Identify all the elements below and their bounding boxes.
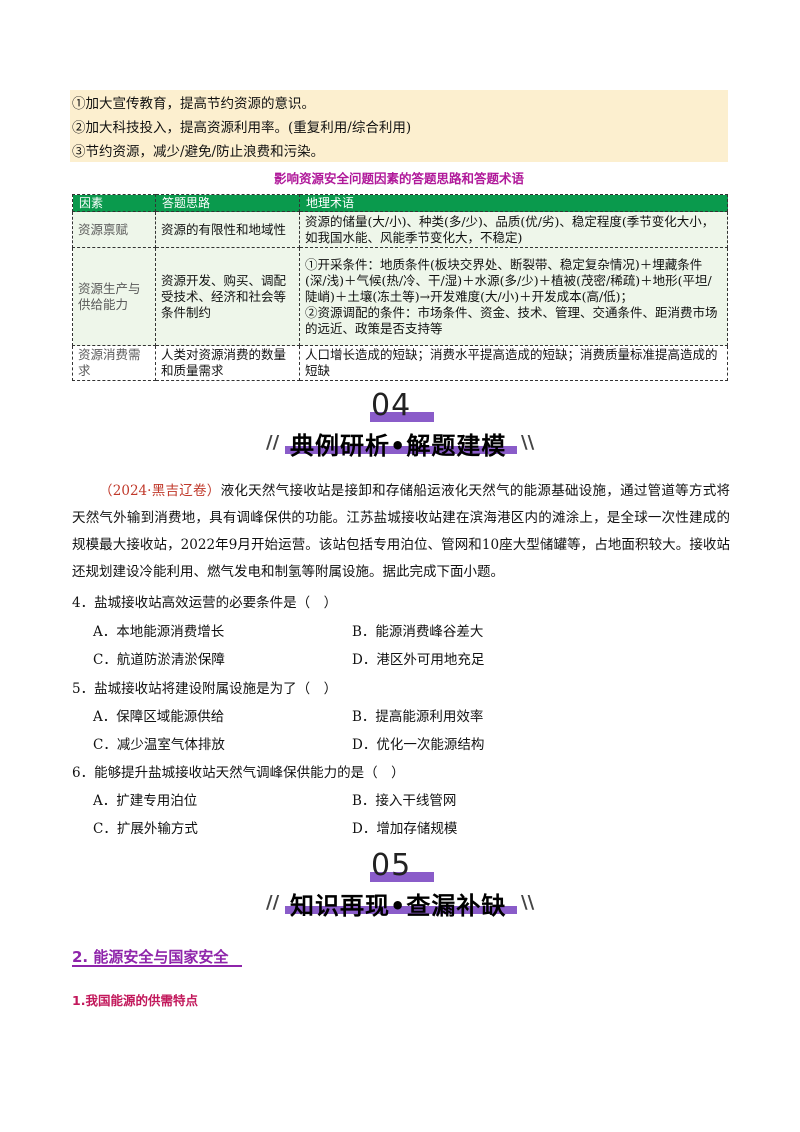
section-title: 知识再现•查漏补缺 (290, 892, 507, 920)
table-row: 资源消费需求 人类对资源消费的数量和质量需求 人口增长造成的短缺；消费水平提高造… (72, 345, 728, 381)
cell-approach: 资源的有限性和地域性 (155, 211, 300, 248)
cell-terms: 人口增长造成的短缺；消费水平提高造成的短缺；消费质量标准提高造成的短缺 (299, 345, 728, 381)
question-option[interactable]: A．扩建专用泊位 (93, 793, 198, 809)
table-title: 影响资源安全问题因素的答题思路和答题术语 (273, 171, 524, 186)
measures-box: ①加大宣传教育，提高节约资源的意识。 ②加大科技投入，提高资源利用率。(重复利用… (70, 90, 728, 162)
question-option[interactable]: B．提高能源利用效率 (352, 709, 484, 725)
section-title-bar (285, 446, 517, 454)
question-option[interactable]: C．航道防淤清淤保障 (93, 652, 225, 668)
knowledge-heading: 2. 能源安全与国家安全 (72, 948, 229, 966)
cell-factor: 资源禀赋 (72, 211, 156, 248)
question-option[interactable]: A．保障区域能源供给 (93, 709, 225, 725)
question-stem: 4．盐城接收站高效运营的必要条件是（ ） (72, 595, 338, 611)
measure-item: ②加大科技投入，提高资源利用率。(重复利用/综合利用) (72, 120, 412, 136)
measure-item: ③节约资源，减少/避免/防止浪费和污染。 (72, 144, 325, 160)
section-number: 05 (371, 848, 412, 883)
question-option[interactable]: B．能源消费峰谷差大 (352, 624, 484, 640)
left-slash-mark: // (266, 892, 280, 913)
question-stem: 6．能够提升盐城接收站天然气调峰保供能力的是（ ） (72, 765, 405, 781)
left-slash-mark: // (266, 432, 280, 453)
right-slash-mark: \\ (521, 892, 535, 913)
table-row: 资源生产与供给能力 资源开发、购买、调配受技术、经济和社会等条件制约 ①开采条件… (72, 247, 728, 346)
question-option[interactable]: D．港区外可用地充足 (352, 652, 485, 668)
exam-passage: （2024·黑吉辽卷）液化天然气接收站是接卸和存储船运液化天然气的能源基础设施，… (72, 478, 730, 586)
cell-approach: 资源开发、购买、调配受技术、经济和社会等条件制约 (155, 247, 300, 346)
passage-text: 液化天然气接收站是接卸和存储船运液化天然气的能源基础设施，通过管道等方式将天然气… (72, 483, 730, 580)
right-slash-mark: \\ (521, 432, 535, 453)
table-header-row: 因素 答题思路 地理术语 (72, 194, 728, 212)
question-option[interactable]: C．减少温室气体排放 (93, 737, 225, 753)
header-terms: 地理术语 (299, 194, 728, 212)
cell-terms: ①开采条件：地质条件(板块交界处、断裂带、稳定复杂情况)＋埋藏条件(深/浅)＋气… (299, 247, 728, 346)
question-option[interactable]: C．扩展外输方式 (93, 821, 198, 837)
factors-table: 因素 答题思路 地理术语 资源禀赋 资源的有限性和地域性 资源的储量(大/小)、… (72, 194, 728, 381)
section-number-underline (370, 408, 434, 422)
table-row: 资源禀赋 资源的有限性和地域性 资源的储量(大/小)、种类(多/少)、品质(优/… (72, 211, 728, 248)
header-factor: 因素 (72, 194, 156, 212)
question-stem: 5．盐城接收站将建设附属设施是为了（ ） (72, 681, 338, 697)
passage-source: （2024·黑吉辽卷） (99, 483, 221, 499)
cell-factor: 资源生产与供给能力 (72, 247, 156, 346)
question-option[interactable]: D．增加存储规模 (352, 821, 458, 837)
knowledge-subheading: 1.我国能源的供需特点 (72, 993, 198, 1008)
section-number: 04 (371, 388, 412, 423)
measure-item: ①加大宣传教育，提高节约资源的意识。 (72, 96, 315, 112)
cell-terms: 资源的储量(大/小)、种类(多/少)、品质(优/劣)、稳定程度(季节变化大小，如… (299, 211, 728, 248)
header-approach: 答题思路 (155, 194, 300, 212)
question-option[interactable]: D．优化一次能源结构 (352, 737, 485, 753)
knowledge-heading-underline (72, 965, 242, 967)
cell-approach: 人类对资源消费的数量和质量需求 (155, 345, 300, 381)
cell-factor: 资源消费需求 (72, 345, 156, 381)
question-option[interactable]: A．本地能源消费增长 (93, 624, 225, 640)
section-title: 典例研析•解题建模 (290, 432, 507, 460)
section-title-bar (285, 906, 517, 914)
section-number-underline (370, 868, 434, 882)
question-option[interactable]: B．接入干线管网 (352, 793, 457, 809)
